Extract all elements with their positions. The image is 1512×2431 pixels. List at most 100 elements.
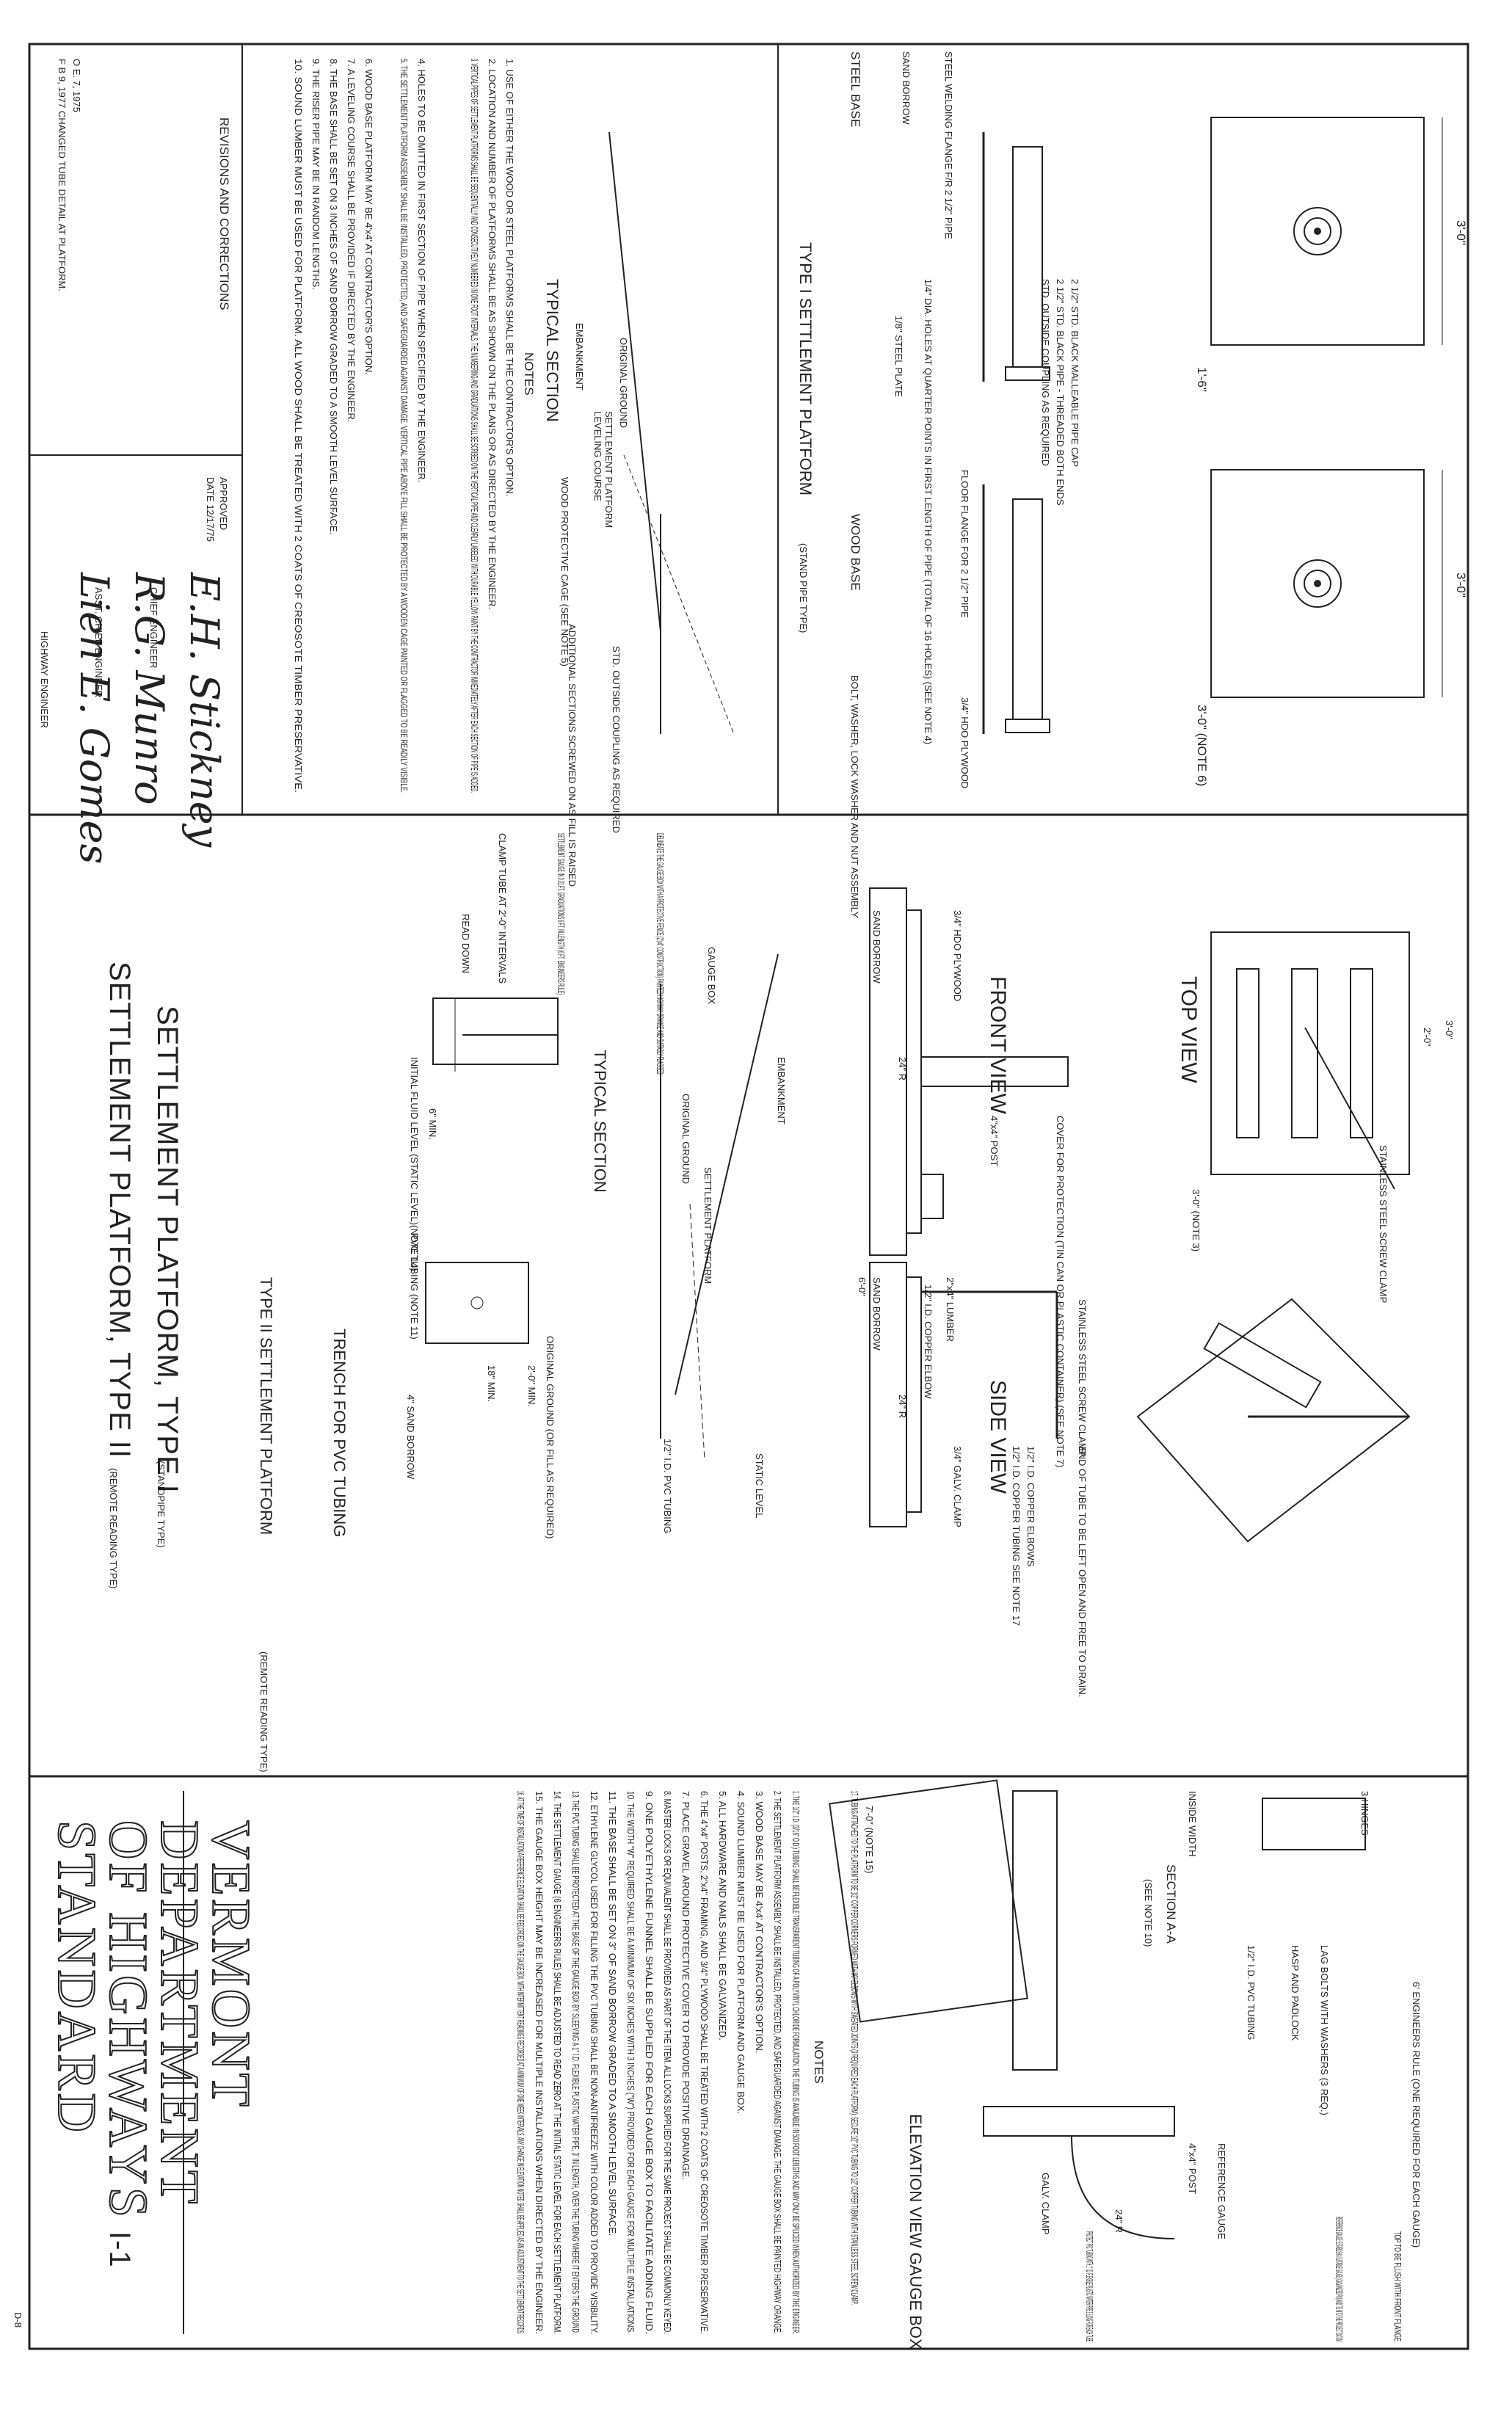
label-r24: 24" R	[1113, 2209, 1124, 2233]
rnote-14: 14. THE SETTLEMENT GAUGE (6 ENGINEERS RU…	[552, 1791, 563, 2334]
t2-embankment: EMBANKMENT	[776, 1057, 787, 1124]
top-lumber-1	[1236, 968, 1260, 1138]
trench-min-2: 2'-0" MIN.	[526, 1365, 537, 1407]
read-down: READ DOWN	[460, 914, 471, 973]
rnote-4: 4. SOUND LUMBER MUST BE USED FOR PLATFOR…	[735, 1791, 746, 2114]
trench-detail	[425, 1262, 529, 1344]
pipe-circle	[1293, 207, 1342, 255]
pvc-note: PVC TUBING (NOTE 11)	[409, 1233, 420, 1340]
main-title-2: SETTLEMENT PLATFORM, TYPE II	[103, 962, 136, 1458]
label-rule: 6' ENGINEERS RULE (ONE REQUIRED FOR EACH…	[1411, 1982, 1422, 2248]
t2-static-level	[689, 1203, 705, 1461]
pipe-elev-1	[1012, 146, 1043, 368]
box-body	[829, 1779, 1028, 2023]
t2-section-title: TYPICAL SECTION	[591, 1050, 609, 1193]
rnote-16: 16. AT THE TIME OF INSTALLATION A REFERE…	[515, 1791, 526, 2334]
pipe-center	[1314, 228, 1321, 235]
section-ground	[608, 131, 661, 632]
right-note-17: 17. TUBING ATTACHED TO THE PLATFORM TO B…	[849, 1791, 860, 2305]
side-view-title: SIDE VIEW	[986, 1380, 1010, 1494]
rnote-8: 8. MASTER LOCKS OR EQUIVALENT SHALL BE P…	[662, 1791, 673, 2334]
wood-base-plan	[1210, 469, 1425, 698]
label-holes: 1/4" DIA. HOLES AT QUARTER POINTS IN FIR…	[923, 279, 934, 744]
label-cap: 2 1/2" STD. BLACK MALLEABLE PIPE CAP	[1069, 279, 1080, 467]
clamp-tube: CLAMP TUBE AT 2'-0" INTERVALS	[497, 833, 508, 984]
top-lumber-2	[1350, 968, 1373, 1138]
label-galv: GALV. CLAMP	[1040, 2173, 1051, 2235]
dim-note3: 3'-0" (NOTE 3)	[1191, 1189, 1202, 1251]
note-5: 5. THE SETTLEMENT PLATFORM ASSEMBLY SHAL…	[399, 59, 410, 793]
flange-inner	[1304, 570, 1331, 597]
type1-typical-section	[608, 131, 735, 735]
signature-3: Lien E. Gomes	[71, 572, 117, 864]
elev-post	[983, 2106, 1175, 2137]
label-steel-base: STEEL BASE	[848, 51, 862, 127]
type2-typical-section	[660, 953, 779, 1461]
rnote-7: 7. PLACE GRAVEL AROUND PROTECTIVE COVER …	[680, 1791, 691, 2180]
rnote-3: 3. WOOD BASE MAY BE 4'x4' AT CONTRACTOR'…	[754, 1791, 765, 2053]
label-coupling: STD. OUTSIDE COUPLING AS REQUIRED	[1040, 279, 1051, 466]
type2-front-view	[869, 887, 1069, 1256]
persp-base	[1136, 1298, 1411, 1543]
type1-heading-note: (STAND PIPE TYPE)	[798, 543, 809, 633]
front-post	[920, 1056, 1069, 1087]
label-hasp: HASP AND PADLOCK	[1290, 1945, 1301, 2041]
flange-center	[1314, 580, 1321, 587]
sec-wood-cage: WOOD PROTECTIVE CAGE (SEE NOTE 5)	[559, 477, 570, 666]
box-post	[1012, 1790, 1058, 2071]
agency-line-4: STANDARD	[46, 1820, 106, 2135]
label-hinges: 3 HINGES	[1359, 1791, 1370, 1836]
t2-delineate: DELINEATE THE GAUGE BOX WITH A PROTECTIV…	[655, 833, 666, 1075]
label-ref-gauge: REFERENCE GAUGE	[1216, 2143, 1227, 2239]
pipe-inner	[1304, 217, 1331, 245]
dim-half: 1'-6"	[1195, 367, 1209, 392]
agency-line-2: DEPARTMENT	[149, 1820, 209, 2206]
rnote-5: 5. ALL HARDWARE AND NAILS SHALL BE GALVA…	[717, 1791, 728, 2041]
side-copper-tubing: 1/2" I.D. COPPER TUBING SEE NOTE 17	[1011, 1446, 1022, 1626]
label-pvc: 1/2" I.D. PVC TUBING	[1246, 1945, 1257, 2040]
section-aa-box	[1262, 1798, 1366, 1850]
side-copper-elbows: 1/2" I.D. COPPER ELBOWS	[1025, 1446, 1036, 1567]
sec-leveling: LEVELING COURSE	[592, 411, 603, 501]
top-view-base	[1210, 931, 1410, 1175]
pipe-elev-2	[1012, 498, 1043, 720]
top-view-title: TOP VIEW	[1177, 976, 1201, 1083]
title-asst: ASST. CHIEF ENGINEER	[93, 587, 104, 697]
dim-width-2: 3'-0"	[1454, 573, 1468, 597]
agency-line-3: OF HIGHWAYS	[98, 1820, 158, 2220]
trench-outline	[425, 1262, 529, 1344]
section-aa-title: SECTION A-A	[1164, 1864, 1178, 1944]
dim-2ft: 2'-0"	[1422, 1028, 1433, 1047]
title-chief: CHIEF ENGINEER	[148, 587, 159, 669]
front-plywood-label: 3/4" HDO PLYWOOD	[952, 910, 963, 1001]
elev-tube	[1071, 2135, 1175, 2239]
agency-line-1: VERMONT	[200, 1820, 261, 2110]
elevation-title: ELEVATION VIEW GAUGE BOX	[906, 2114, 925, 2350]
main-title-1-note: (STANDPIPE TYPE)	[156, 1461, 167, 1548]
persp-lumber	[1203, 1322, 1322, 1409]
sec-embankment: EMBANKMENT	[574, 323, 585, 390]
label-wood-base: WOOD BASE	[848, 514, 862, 591]
sheet-number: I-1	[103, 2231, 136, 2268]
t2-original-ground: ORIGINAL GROUND	[680, 1094, 691, 1184]
approved-label: APPROVED	[218, 477, 229, 530]
top-tube	[1304, 1027, 1395, 1190]
label-bolt: BOLT, WASHER, LOCK WASHER AND NUT ASSEMB…	[849, 675, 860, 918]
flange-circle	[1293, 559, 1342, 608]
sheet-border	[28, 43, 1469, 2350]
label-flange: TOP TO BE FLUSH WITH FRONT FLANGE	[1392, 2231, 1403, 2341]
sec-original-ground: ORIGINAL GROUND	[618, 338, 629, 428]
min-6: 6" MIN.	[427, 1108, 438, 1140]
note-6: 6. WOOD BASE PLATFORM MAY BE 4'x4' AT CO…	[363, 59, 374, 375]
rnote-13: 13. THE PVC TUBING SHALL BE PROTECTED AT…	[570, 1791, 581, 2334]
front-sand-label: SAND BORROW	[871, 910, 882, 984]
title-highway: HIGHWAY ENGINEER	[39, 631, 50, 728]
label-threaded: 2 1/2" STD. BLACK PIPE - THREADED BOTH E…	[1055, 279, 1066, 506]
main-title-1: SETTLEMENT PLATFORM, TYPE I	[151, 1006, 183, 1494]
t2-embankment-line	[675, 953, 779, 1395]
label-inside: INSIDE WIDTH	[1187, 1791, 1198, 1857]
cap-1	[1005, 366, 1050, 381]
label-steel-plate: 1/8" STEEL PLATE	[893, 316, 904, 397]
right-notes-title: NOTES	[812, 2041, 826, 2084]
note-9: 9. THE RISER PIPE MAY BE IN RANDOM LENGT…	[310, 59, 321, 290]
